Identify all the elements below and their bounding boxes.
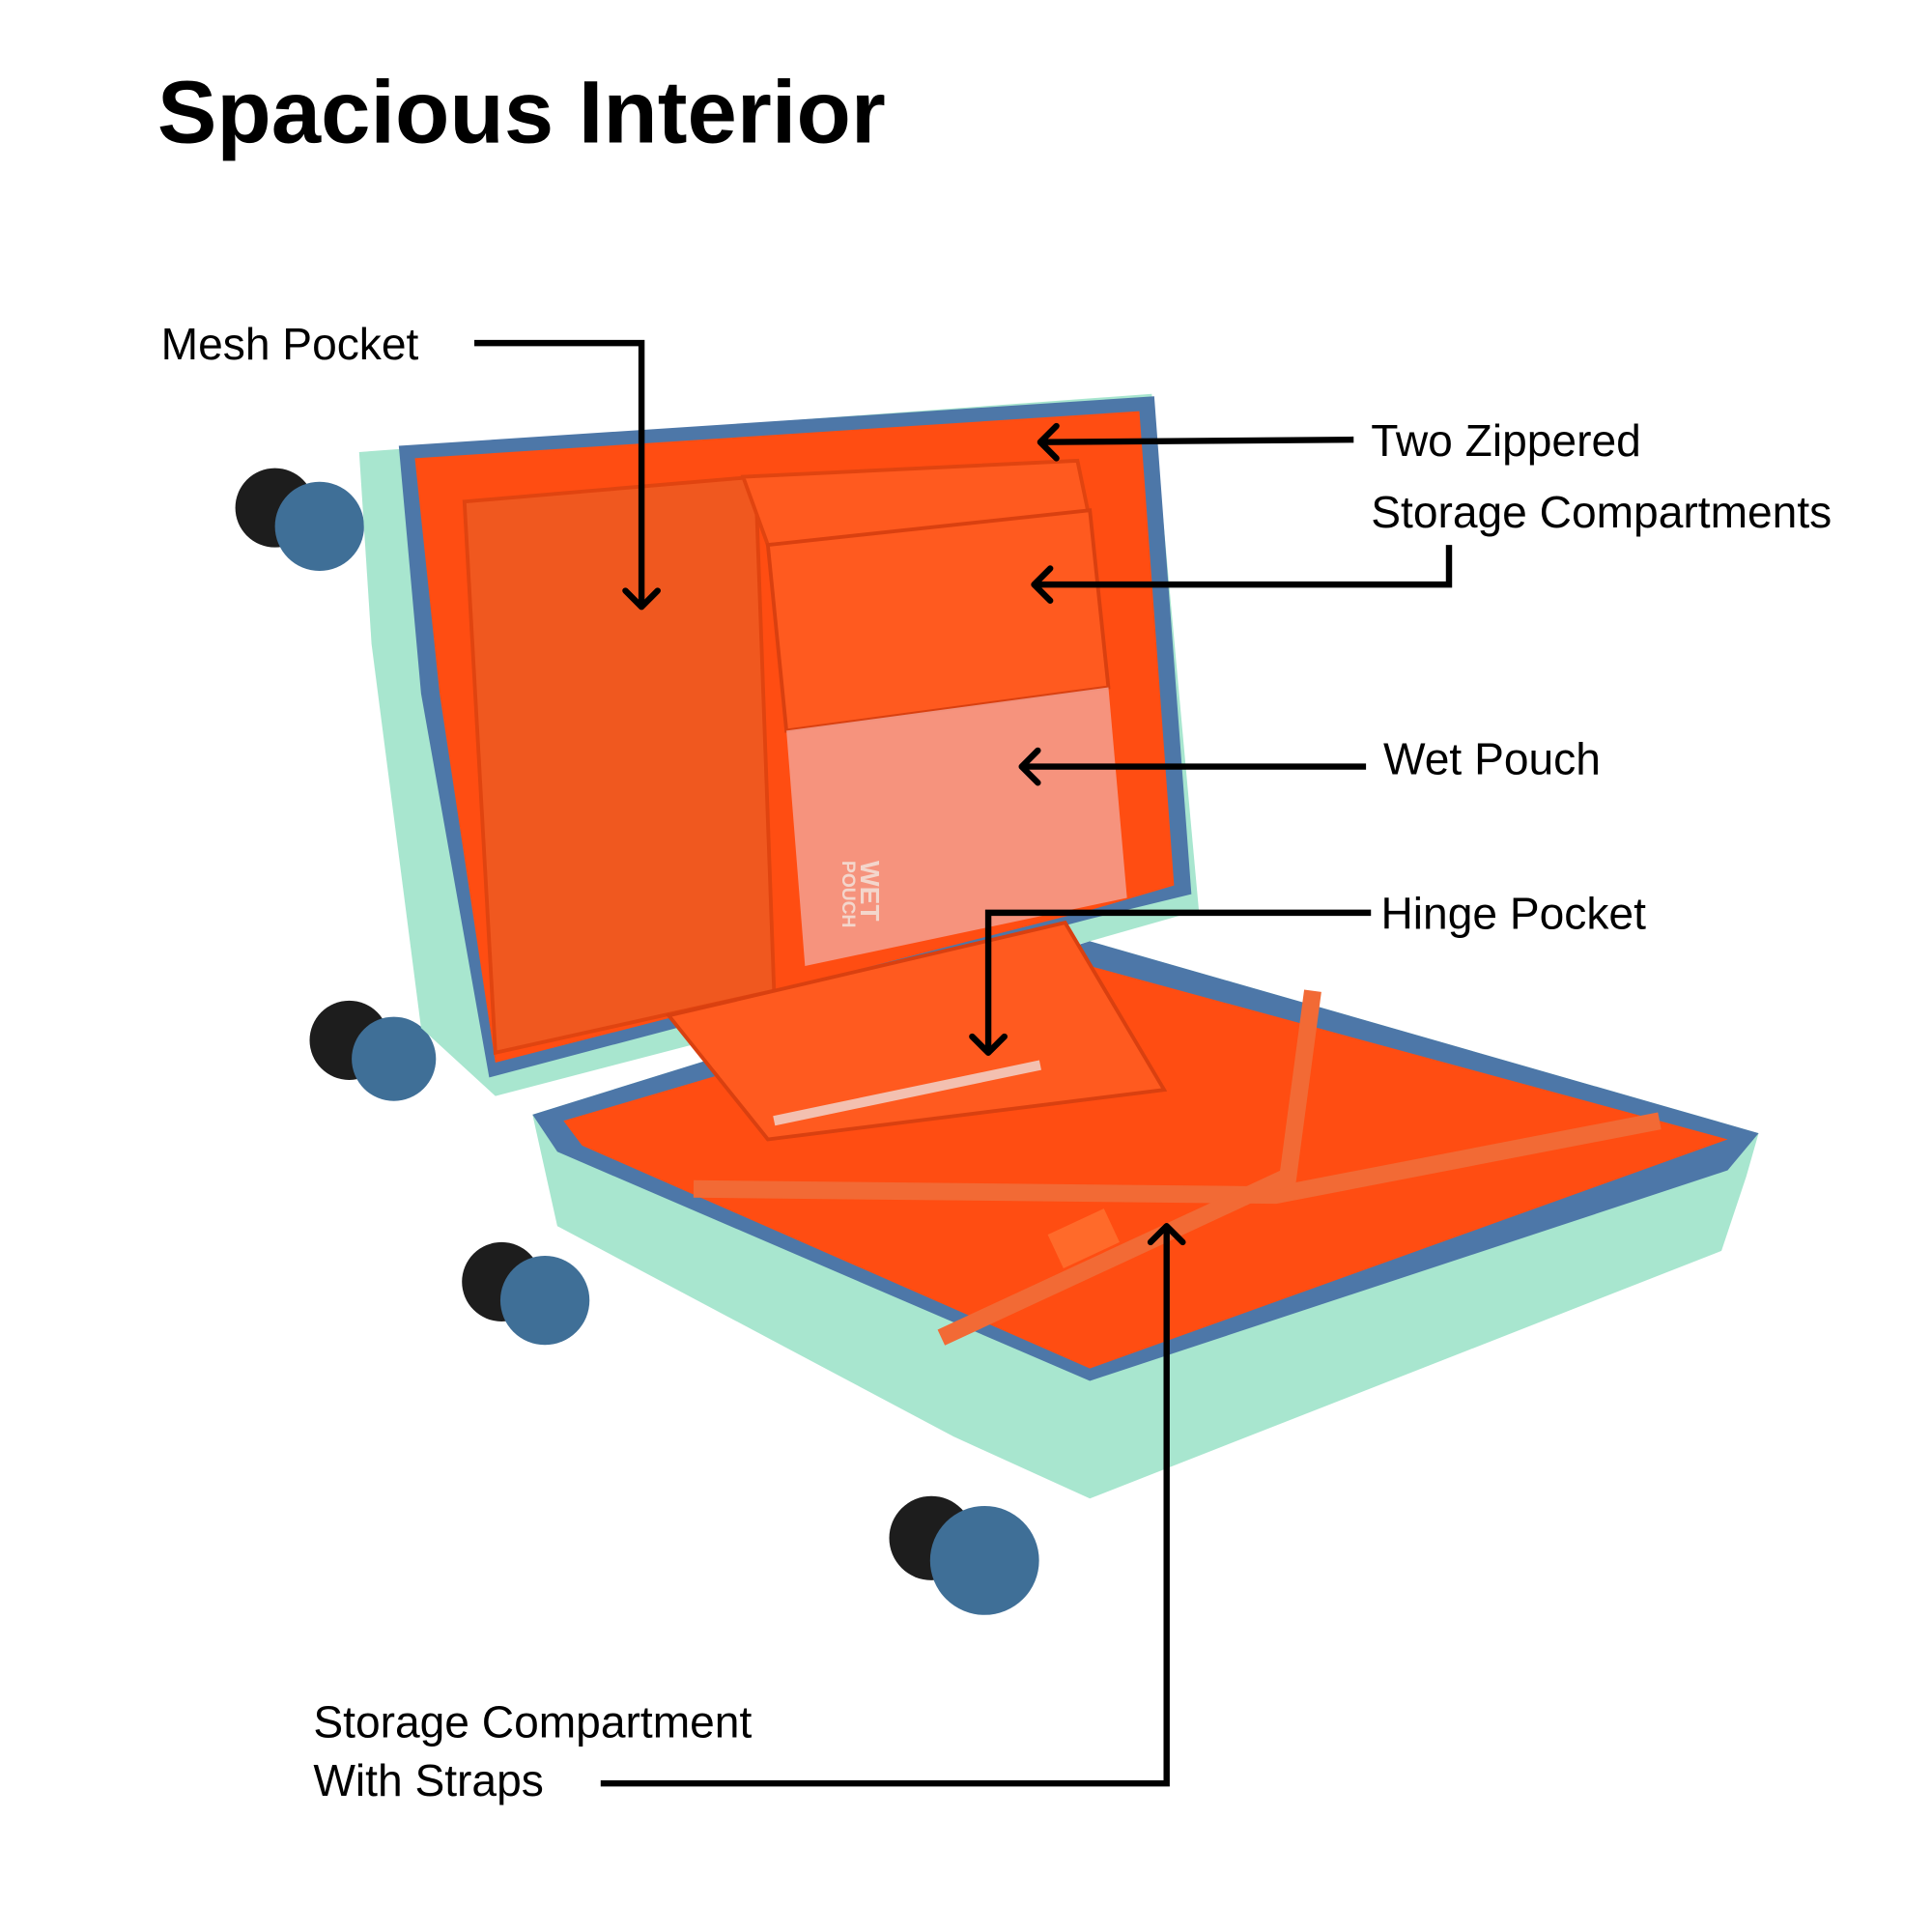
- label-mesh-pocket: Mesh Pocket: [161, 319, 419, 369]
- callout-storage-straps: Storage Compartment With Straps: [313, 1223, 1186, 1805]
- hinge-pocket: [665, 920, 1168, 1142]
- arrow-left-icon: [1037, 422, 1060, 462]
- label-two-zippered: Two Zippered: [1371, 415, 1641, 466]
- arrow-down-icon: [969, 1033, 1008, 1056]
- label-wet-pouch: Wet Pouch: [1383, 733, 1601, 783]
- label-storage-straps-2: With Straps: [313, 1755, 543, 1805]
- callout-wet-pouch: Wet Pouch: [1018, 733, 1601, 786]
- callout-hinge-pocket: Hinge Pocket: [969, 889, 1646, 1056]
- label-storage-straps: Storage Compartment: [313, 1697, 752, 1747]
- arrow-left-icon: [1018, 747, 1041, 786]
- page-title: Spacious Interior: [157, 61, 886, 161]
- arrow-down-icon: [622, 587, 661, 611]
- mesh-pocket: [462, 474, 777, 1056]
- callout-two-zippered: Two Zippered Storage Compartments: [1031, 415, 1832, 604]
- wet-pouch: [786, 687, 1127, 966]
- label-two-zippered-2: Storage Compartments: [1371, 487, 1832, 537]
- arrow-left-icon: [1031, 565, 1054, 604]
- pouch-print: POUCH: [838, 861, 858, 927]
- label-hinge-pocket: Hinge Pocket: [1380, 889, 1646, 939]
- arrow-up-icon: [1147, 1223, 1186, 1246]
- wheel: [235, 468, 1039, 1615]
- suitcase-image: WET POUCH: [235, 393, 1759, 1615]
- callout-mesh-pocket: Mesh Pocket: [161, 319, 661, 611]
- pouch-print: WET: [855, 861, 886, 922]
